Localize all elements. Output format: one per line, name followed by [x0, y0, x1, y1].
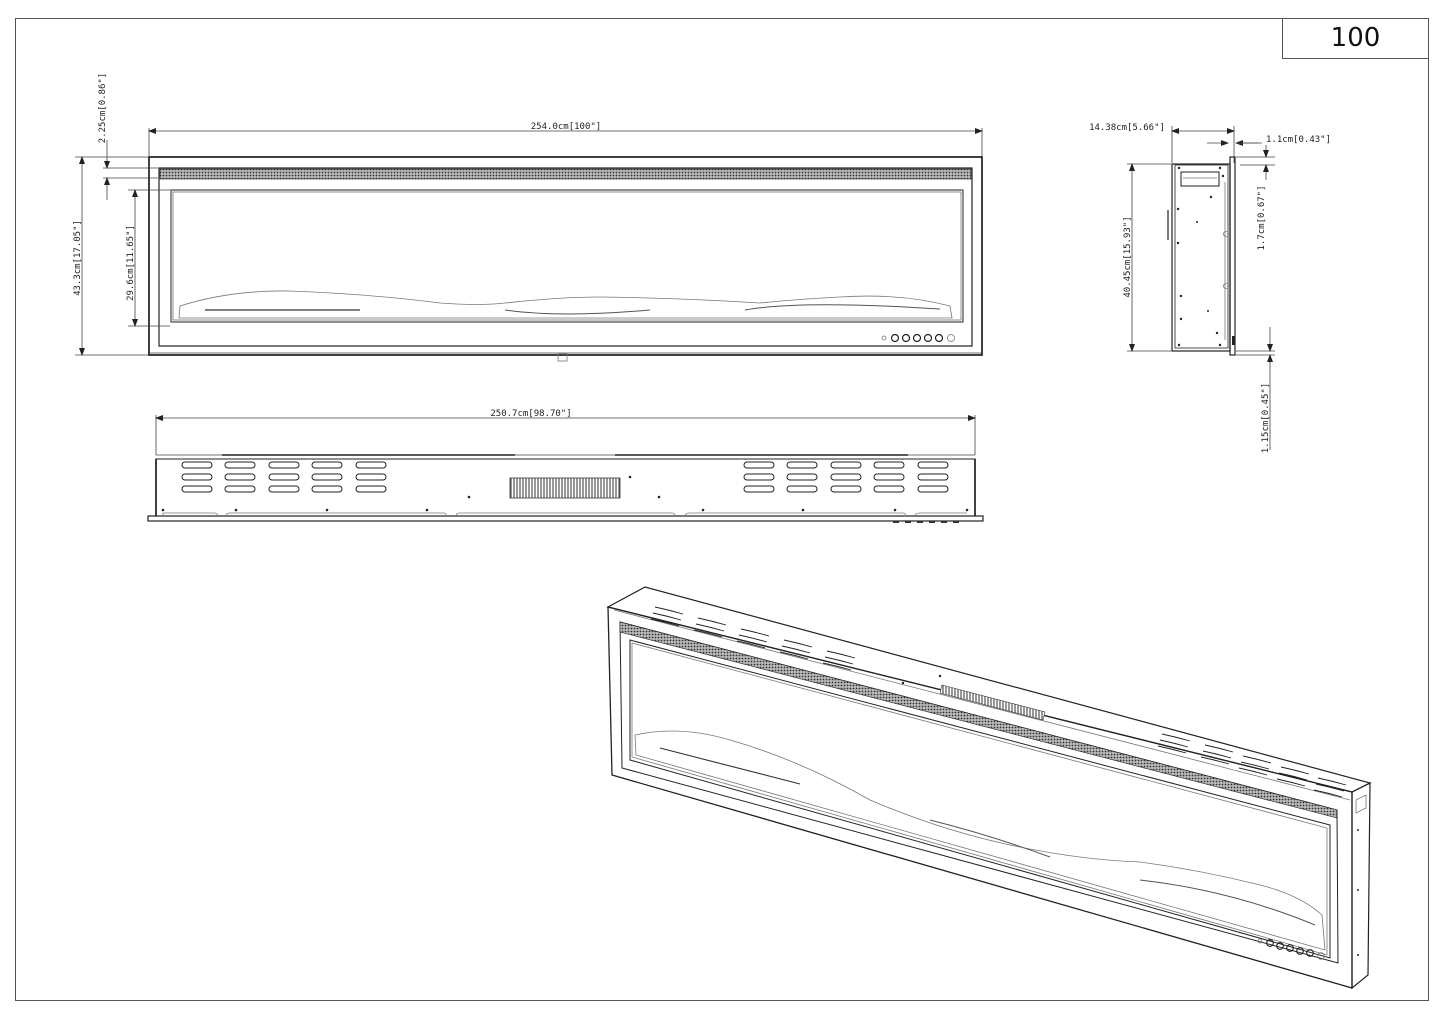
- model-number-box: 100: [1282, 18, 1429, 59]
- viewing-height-label: 29.6cm[11.65"]: [126, 225, 136, 301]
- frame-thickness-label: 1.1cm[0.43"]: [1266, 135, 1331, 145]
- top-view: 250.7cm[98.70"]: [147, 409, 984, 523]
- side-depth-label: 14.38cm[5.66"]: [1089, 123, 1165, 133]
- body-height-label: 40.45cm[15.93"]: [1123, 216, 1133, 297]
- iso-vents-left: [650, 606, 856, 671]
- top-offset-label: 1.7cm[0.67"]: [1257, 185, 1267, 250]
- isometric-view: [606, 586, 1372, 990]
- front-view: 254.0cm[100"] 43.3cm[17.0: [73, 73, 983, 362]
- center-grille: [509, 477, 621, 499]
- top-vents-left: [181, 461, 387, 493]
- side-view: 14.38cm[5.66"] 1.1cm[0.43"] 1.7cm[0.67"]: [1089, 123, 1331, 453]
- top-vents-right: [743, 461, 949, 493]
- top-trim-label: 2.25cm[0.86"]: [98, 73, 108, 143]
- front-control-panel: [881, 333, 955, 343]
- drawing-sheet-border: [15, 18, 1429, 1001]
- top-width-label: 250.7cm[98.70"]: [490, 409, 571, 419]
- front-height-label: 43.3cm[17.05"]: [73, 220, 83, 296]
- iso-control-panel: [1257, 938, 1325, 960]
- bottom-offset-label: 1.15cm[0.45"]: [1261, 383, 1271, 453]
- iso-vents-right: [1157, 733, 1347, 798]
- model-number: 100: [1330, 23, 1381, 53]
- front-width-label: 254.0cm[100"]: [531, 122, 601, 132]
